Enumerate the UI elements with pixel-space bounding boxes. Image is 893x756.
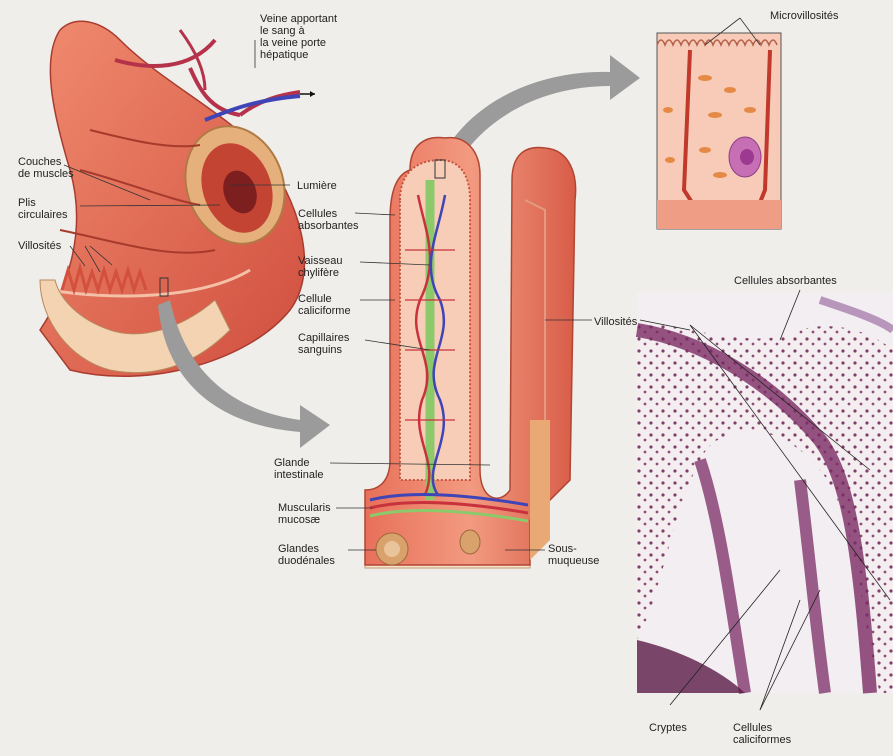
label-muscularis-mucosae: Muscularis mucosæ	[278, 502, 331, 526]
label-veine: Veine apportant le sang à la veine porte…	[260, 13, 337, 61]
villus-section	[365, 137, 576, 568]
label-plis-circulaires: Plis circulaires	[18, 197, 68, 221]
label-capillaires-sanguins: Capillaires sanguins	[298, 332, 349, 356]
intestine-segment	[40, 21, 315, 376]
label-sous-muqueuse: Sous- muqueuse	[548, 543, 599, 567]
label-villosites-left: Villosités	[18, 240, 61, 252]
label-glandes-duodenales: Glandes duodénales	[278, 543, 335, 567]
label-vaisseau-chylifere: Vaisseau chylifère	[298, 255, 342, 279]
label-lumiere: Lumière	[297, 180, 337, 192]
label-cellules-absorbantes-right: Cellules absorbantes	[734, 275, 837, 287]
histology-micrograph	[637, 293, 893, 693]
label-glande-intestinale: Glande intestinale	[274, 457, 324, 481]
epithelial-cell	[657, 33, 781, 229]
label-microvillosites: Microvillosités	[770, 10, 838, 22]
label-cellules-caliciformes: Cellules caliciformes	[733, 722, 791, 746]
label-cellule-caliciforme: Cellule caliciforme	[298, 293, 351, 317]
label-couches-muscles: Couches de muscles	[18, 156, 74, 180]
label-villosites-mid: Villosités	[594, 316, 637, 328]
label-cellules-absorbantes-mid: Cellules absorbantes	[298, 208, 359, 232]
label-cryptes: Cryptes	[649, 722, 687, 734]
